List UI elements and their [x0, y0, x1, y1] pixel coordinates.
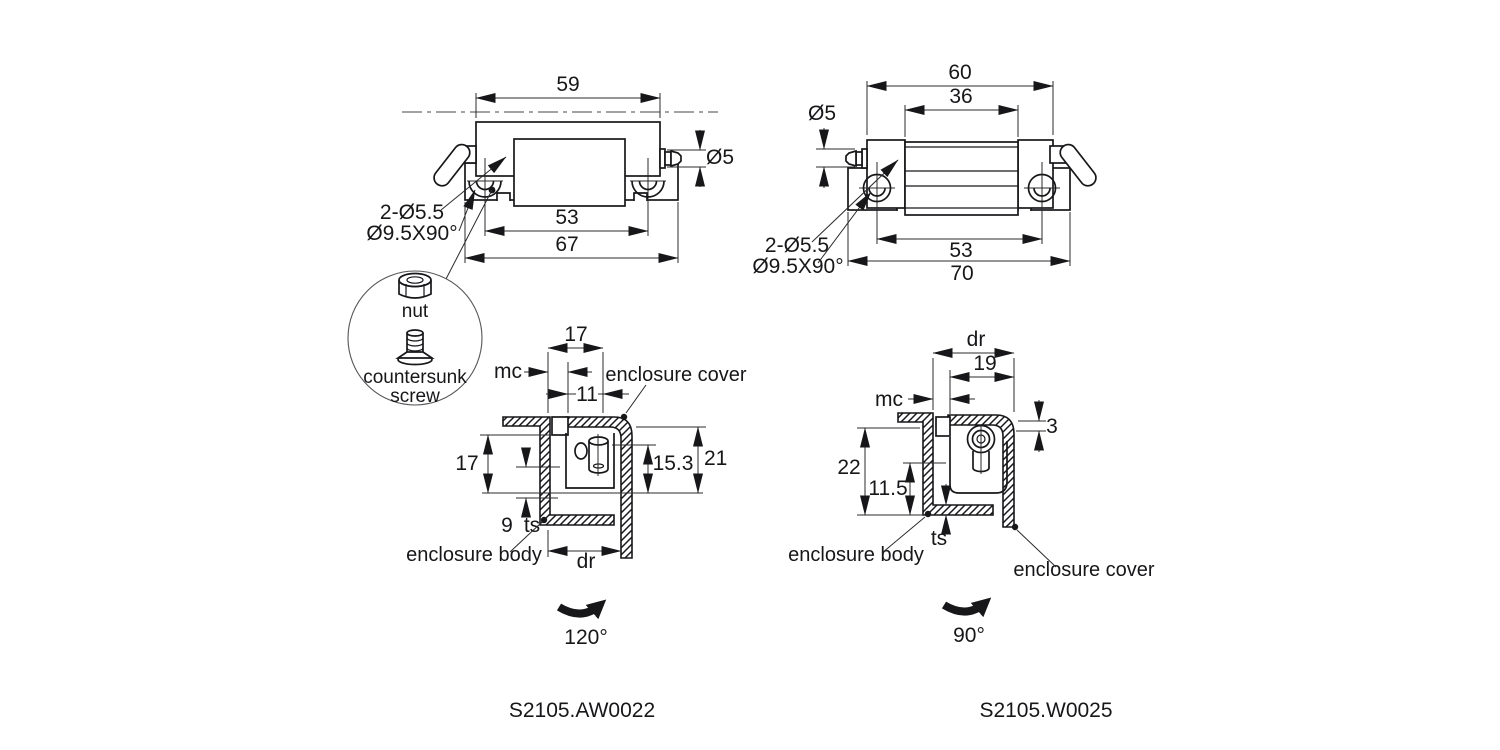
dim-53: 53: [555, 206, 578, 229]
cover-label: enclosure cover: [1013, 559, 1155, 581]
nut-label: nut: [402, 301, 429, 322]
lever: [433, 143, 471, 187]
left-hinge-top-view: 59 Ø5 53 67 2-Ø5.5 Ø9.5X90°: [366, 73, 734, 280]
open-angle: 120°: [564, 626, 607, 649]
dim-mc: mc: [875, 388, 903, 411]
hole-note-2: Ø9.5X90°: [366, 222, 457, 245]
enclosure-body-section: [897, 412, 994, 516]
dim-11-5: 11.5: [868, 477, 907, 500]
dim-pin-dia: Ø5: [808, 102, 836, 125]
rotation-arrow-icon: [556, 599, 607, 620]
dim-ts: ts: [524, 514, 540, 537]
dim-9: 9: [501, 514, 513, 537]
rotation-arrow-icon: [941, 597, 992, 618]
hole-note-1: 2-Ø5.5: [765, 234, 829, 257]
hole-note-2: Ø9.5X90°: [752, 255, 843, 278]
dim-17-left: 17: [455, 452, 478, 475]
right-hinge-block: [1017, 139, 1054, 209]
dim-ts: ts: [931, 527, 947, 550]
right-section-dimensions: dr 19 mc 3 22 11.5 ts enclosure: [788, 328, 1155, 581]
cover-label: enclosure cover: [605, 364, 747, 386]
right-hinge-barrel: [904, 141, 1019, 216]
mount-hole: [862, 173, 892, 203]
hinge-pin: [670, 149, 682, 168]
dim-36: 36: [949, 85, 972, 108]
hinge-channel: [565, 433, 615, 489]
dim-dr: dr: [577, 550, 596, 573]
fastener-detail-circle: nut countersunk screw: [347, 270, 483, 407]
right-hinge-top-view: 60 36 Ø5 53 70 2-Ø5.5 Ø9.5X90°: [752, 61, 1097, 285]
pivot-bushing: [574, 434, 609, 476]
mount-hole: [631, 180, 665, 198]
dim-17-top: 17: [564, 323, 587, 346]
dim-dr: dr: [967, 328, 986, 351]
left-section-dimensions: 17 mc 11 enclosure cover 17 9 ts enclosu…: [406, 323, 747, 573]
dim-19: 19: [973, 352, 996, 375]
enclosure-cover-section: [947, 414, 1015, 528]
dim-59: 59: [556, 73, 579, 96]
mount-hole: [468, 180, 502, 198]
countersunk-screw-icon: [395, 329, 435, 366]
hinge-knuckle: [551, 416, 569, 436]
nut-icon: [398, 272, 432, 299]
right-hinge-section-view: dr 19 mc 3 22 11.5 ts enclosure: [788, 328, 1155, 647]
detail-bubble: [347, 270, 483, 406]
hinge-knuckle: [935, 416, 951, 437]
hinge-pin: [845, 149, 857, 168]
enclosure-body-section: [502, 416, 615, 526]
left-top-dimensions: 59 Ø5 53 67 2-Ø5.5 Ø9.5X90°: [366, 73, 734, 280]
dim-22: 22: [837, 456, 860, 479]
dim-11: 11: [576, 383, 598, 406]
left-hinge-section-view: 17 mc 11 enclosure cover 17 9 ts enclosu…: [406, 323, 747, 649]
dim-67: 67: [555, 233, 578, 256]
open-angle: 90°: [953, 624, 985, 647]
hole-note-1: 2-Ø5.5: [380, 201, 444, 224]
screw-label-2: screw: [390, 386, 440, 407]
part-number-left: S2105.AW0022: [509, 699, 655, 722]
dim-53: 53: [949, 239, 972, 262]
pivot-nut: [966, 424, 996, 474]
left-hinge-barrel: [513, 138, 626, 207]
mount-notch: [496, 192, 511, 201]
screw-label-1: countersunk: [363, 367, 467, 388]
body-label: enclosure body: [406, 544, 542, 566]
body-label: enclosure body: [788, 544, 924, 566]
mount-hole: [1027, 173, 1057, 203]
part-number-right: S2105.W0025: [979, 699, 1112, 722]
dim-3: 3: [1046, 415, 1058, 438]
dim-70: 70: [950, 262, 973, 285]
dim-pin-dia: Ø5: [706, 146, 734, 169]
right-top-dimensions: 60 36 Ø5 53 70 2-Ø5.5 Ø9.5X90°: [752, 61, 1071, 285]
dim-21: 21: [704, 447, 727, 470]
lever: [1059, 143, 1097, 187]
dim-15-3: 15.3: [653, 452, 694, 475]
dim-60: 60: [948, 61, 971, 84]
dim-mc: mc: [494, 360, 522, 383]
